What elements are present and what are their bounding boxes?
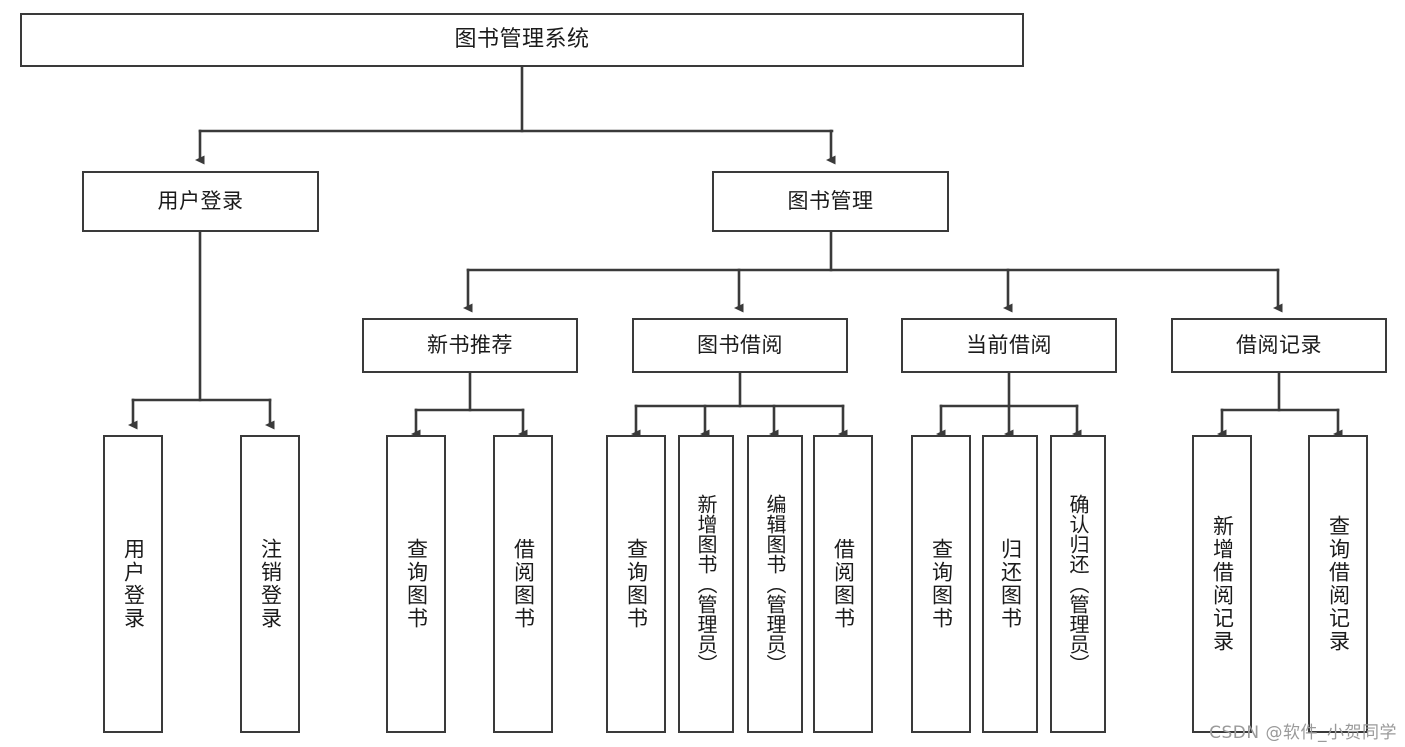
leaf-borrow-borrow-book[interactable]: 借阅图书	[813, 435, 873, 733]
node-label: 当前借阅	[966, 332, 1052, 357]
leaf-current-return-book[interactable]: 归还图书	[982, 435, 1038, 733]
node-root-book-management-system[interactable]: 图书管理系统	[20, 13, 1024, 67]
leaf-borrow-query-book[interactable]: 查询图书	[606, 435, 666, 733]
node-label: 借阅图书	[511, 538, 536, 630]
leaf-borrow-add-book-admin[interactable]: 新增图书（管理员）	[678, 435, 734, 733]
node-label: 归还图书	[998, 538, 1023, 630]
node-label: 确认归还（管理员）	[1066, 494, 1090, 674]
leaf-user-login-signout[interactable]: 注销登录	[240, 435, 300, 733]
node-label: 借阅图书	[831, 538, 856, 630]
node-label: 查询借阅记录	[1326, 515, 1351, 653]
node-label: 新书推荐	[427, 332, 513, 357]
node-label: 用户登录	[121, 538, 146, 630]
leaf-record-query-record[interactable]: 查询借阅记录	[1308, 435, 1368, 733]
leaf-user-login-signin[interactable]: 用户登录	[103, 435, 163, 733]
leaf-new-book-borrow[interactable]: 借阅图书	[493, 435, 553, 733]
node-label: 新增借阅记录	[1210, 515, 1235, 653]
leaf-current-confirm-return-admin[interactable]: 确认归还（管理员）	[1050, 435, 1106, 733]
node-user-login[interactable]: 用户登录	[82, 171, 319, 232]
leaf-new-book-query[interactable]: 查询图书	[386, 435, 446, 733]
node-label: 图书借阅	[697, 332, 783, 357]
node-new-book-recommend[interactable]: 新书推荐	[362, 318, 578, 373]
node-label: 新增图书（管理员）	[694, 494, 718, 674]
leaf-record-add-record[interactable]: 新增借阅记录	[1192, 435, 1252, 733]
node-label: 借阅记录	[1236, 332, 1322, 357]
node-borrow-record[interactable]: 借阅记录	[1171, 318, 1387, 373]
node-label: 编辑图书（管理员）	[763, 494, 787, 674]
node-label: 图书管理	[787, 188, 874, 213]
node-label: 查询图书	[404, 538, 429, 630]
leaf-borrow-edit-book-admin[interactable]: 编辑图书（管理员）	[747, 435, 803, 733]
node-label: 查询图书	[929, 538, 954, 630]
node-label: 注销登录	[258, 538, 283, 630]
node-label: 图书管理系统	[454, 26, 590, 52]
node-book-management[interactable]: 图书管理	[712, 171, 949, 232]
node-label: 查询图书	[624, 538, 649, 630]
node-current-borrow[interactable]: 当前借阅	[901, 318, 1117, 373]
node-book-borrow[interactable]: 图书借阅	[632, 318, 848, 373]
leaf-current-query-book[interactable]: 查询图书	[911, 435, 971, 733]
watermark-text: CSDN @软件_小贺同学	[1209, 723, 1397, 743]
node-label: 用户登录	[157, 188, 244, 213]
